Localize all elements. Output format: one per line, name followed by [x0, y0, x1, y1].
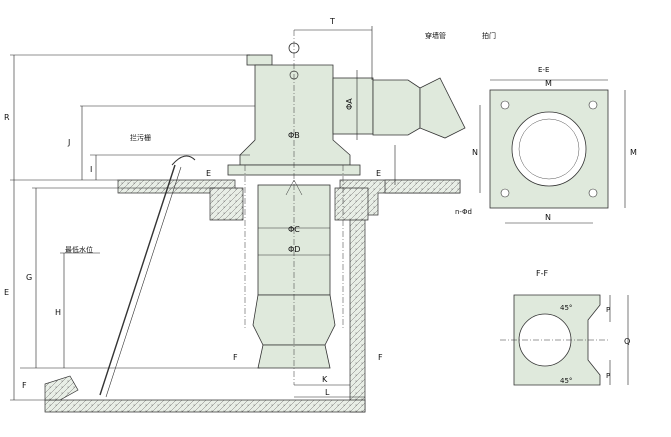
- label-n-phid: n-Φd: [455, 208, 472, 216]
- label-angle-top: 45°: [560, 304, 572, 312]
- bottom-dimensions: [294, 384, 365, 398]
- flap-valve-body: [419, 77, 466, 139]
- label-min-water: 最低水位: [65, 245, 93, 254]
- label-E-left: E: [4, 288, 9, 297]
- lifting-hook: [288, 42, 300, 54]
- label-R: R: [4, 113, 10, 122]
- label-wall-pipe: 穿墙管: [425, 31, 446, 40]
- label-Q: Q: [624, 337, 630, 346]
- top-cover: [246, 54, 273, 66]
- label-L: L: [325, 388, 330, 397]
- label-ff-title: F-F: [536, 269, 548, 278]
- label-H: H: [55, 308, 61, 317]
- label-grille: 拦污栅: [130, 133, 151, 142]
- wall-pipe-body: [372, 79, 421, 136]
- label-T: T: [329, 17, 335, 26]
- label-P-top: P: [606, 306, 610, 314]
- pump-assembly: [227, 30, 466, 385]
- label-flap-valve: 拍门: [482, 31, 496, 40]
- label-M-top: M: [545, 79, 552, 88]
- label-P-bottom: P: [606, 372, 610, 380]
- label-angle-bottom: 45°: [560, 377, 572, 385]
- left-dimensions: [10, 54, 260, 401]
- label-F-left: F: [22, 381, 27, 390]
- label-phiC: ΦC: [288, 225, 300, 234]
- label-phiA: ΦA: [345, 98, 354, 110]
- label-J: J: [67, 138, 70, 147]
- top-dimension: [294, 26, 396, 185]
- label-N-bottom: N: [545, 213, 551, 222]
- label-G: G: [26, 273, 32, 282]
- trash-rack: [99, 155, 196, 398]
- label-phiB: ΦB: [288, 131, 300, 140]
- label-F-bottom-left: F: [233, 353, 238, 362]
- label-F-bottom-right: F: [378, 353, 383, 362]
- label-E-mid-right: E: [376, 169, 381, 178]
- label-E-mid-left: E: [206, 169, 211, 178]
- label-ee-title: E-E: [538, 66, 549, 74]
- section-ee: [479, 79, 626, 224]
- label-I: I: [90, 165, 92, 174]
- label-phiD: ΦD: [288, 245, 300, 254]
- section-ff: [500, 294, 629, 386]
- label-M-right: M: [630, 148, 637, 157]
- label-N-left: N: [472, 148, 478, 157]
- label-K: K: [322, 375, 328, 384]
- inlet-bell: [257, 344, 331, 369]
- concrete-pit: [44, 179, 461, 413]
